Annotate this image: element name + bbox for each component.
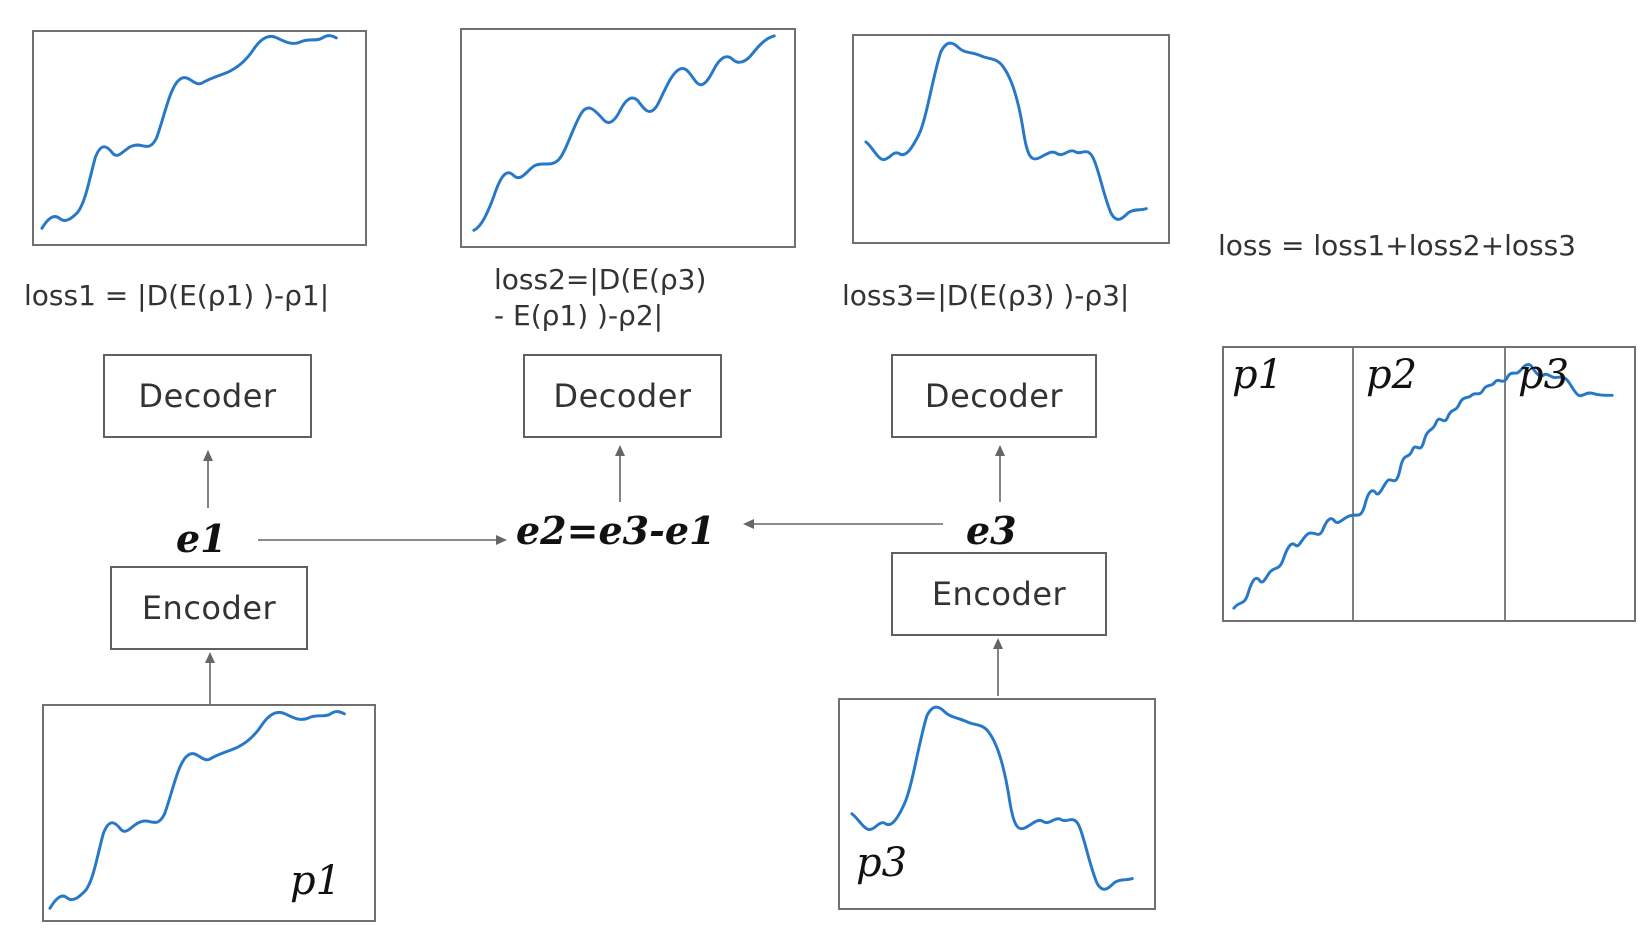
- loss3-formula: loss3=|D(E(ρ3) )-ρ3|: [842, 279, 1130, 312]
- loss2-formula-line1: loss2=|D(E(ρ3): [494, 263, 707, 296]
- waveform-peak: [864, 41, 1148, 221]
- input-plot-p1: p1: [42, 704, 376, 922]
- output-plot-p2: [460, 28, 796, 248]
- total-loss-formula: loss = loss1+loss2+loss3: [1218, 229, 1576, 262]
- segment-label-p2: p2: [1366, 352, 1418, 398]
- waveform-rising: [40, 34, 338, 230]
- embedding-e1: e1: [176, 516, 227, 561]
- arrowhead-e2-to-decoder: [615, 445, 625, 456]
- arrowhead-e1-to-e2: [496, 535, 507, 545]
- input-label-p3: p3: [856, 840, 908, 886]
- arrowhead-p1-to-encoder: [205, 652, 215, 663]
- waveform-rising: [48, 710, 346, 910]
- output-plot-p1: [32, 30, 367, 246]
- segment-divider-1: [1352, 348, 1354, 620]
- decoder-box-1: Decoder: [103, 354, 312, 438]
- embedding-e2: e2=e3-e1: [516, 508, 716, 553]
- combined-plot: p1 p2 p3: [1222, 346, 1636, 622]
- decoder-box-3: Decoder: [891, 354, 1097, 438]
- decoder-box-2: Decoder: [523, 354, 722, 438]
- embedding-e3: e3: [966, 508, 1017, 553]
- output-plot-p3: [852, 34, 1170, 244]
- waveform-rising: [472, 34, 776, 232]
- arrowhead-e3-to-e2: [743, 519, 754, 529]
- waveform-peak: [850, 705, 1134, 891]
- segment-divider-2: [1504, 348, 1506, 620]
- encoder-box-1: Encoder: [110, 566, 308, 650]
- loss1-formula: loss1 = |D(E(ρ1) )-ρ1|: [24, 279, 330, 312]
- segment-label-p3: p3: [1518, 352, 1570, 398]
- segment-label-p1: p1: [1232, 352, 1284, 398]
- arrowhead-e3-to-decoder: [995, 445, 1005, 456]
- encoder-box-3: Encoder: [891, 552, 1107, 636]
- loss2-formula-line2: - E(ρ1) )-ρ2|: [494, 299, 664, 332]
- arrowhead-e1-to-decoder: [203, 450, 213, 461]
- input-label-p1: p1: [290, 858, 342, 904]
- waveform-combined: [1232, 362, 1614, 610]
- input-plot-p3: p3: [838, 698, 1156, 910]
- arrowhead-p3-to-encoder: [993, 638, 1003, 649]
